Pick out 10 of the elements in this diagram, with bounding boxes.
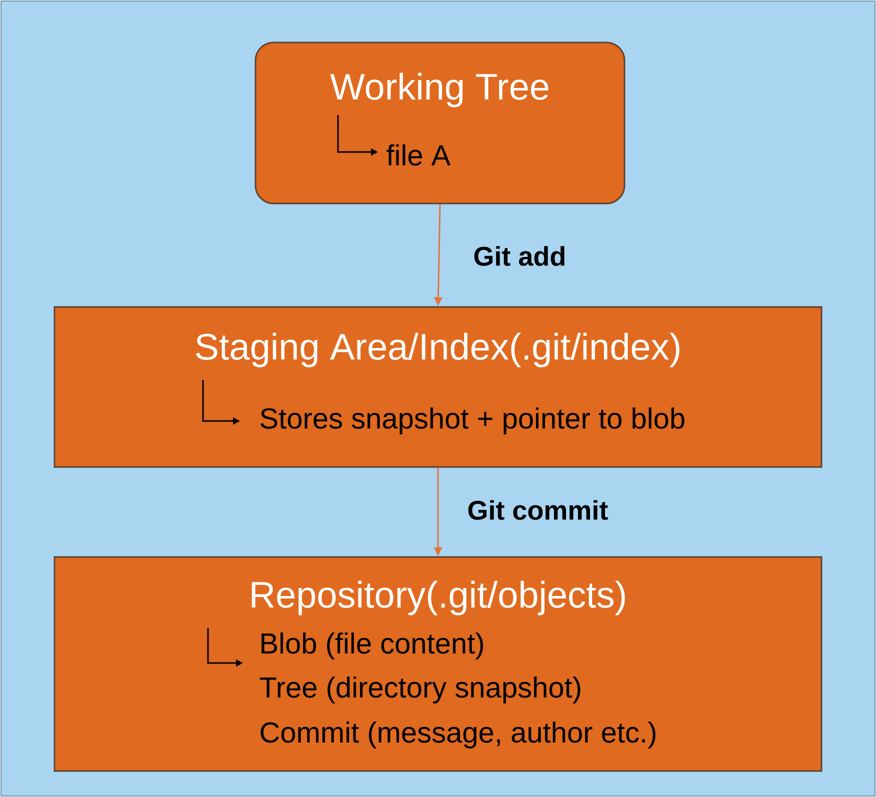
box-title: Repository(.git/objects): [252, 580, 625, 616]
box-text: Commit (message, author etc.): [260, 721, 656, 748]
box-title: Staging Area/Index(.git/index): [196, 332, 680, 368]
box-text: Blob (file content): [262, 632, 484, 660]
box-text: Tree (directory snapshot): [260, 676, 580, 704]
edge-label: Git commit: [468, 500, 608, 520]
edge-label: Git add: [474, 246, 564, 266]
box-text: file A: [386, 144, 451, 166]
box-title: Working Tree: [330, 72, 548, 108]
box-text: Stores snapshot + pointer to blob: [260, 407, 684, 434]
